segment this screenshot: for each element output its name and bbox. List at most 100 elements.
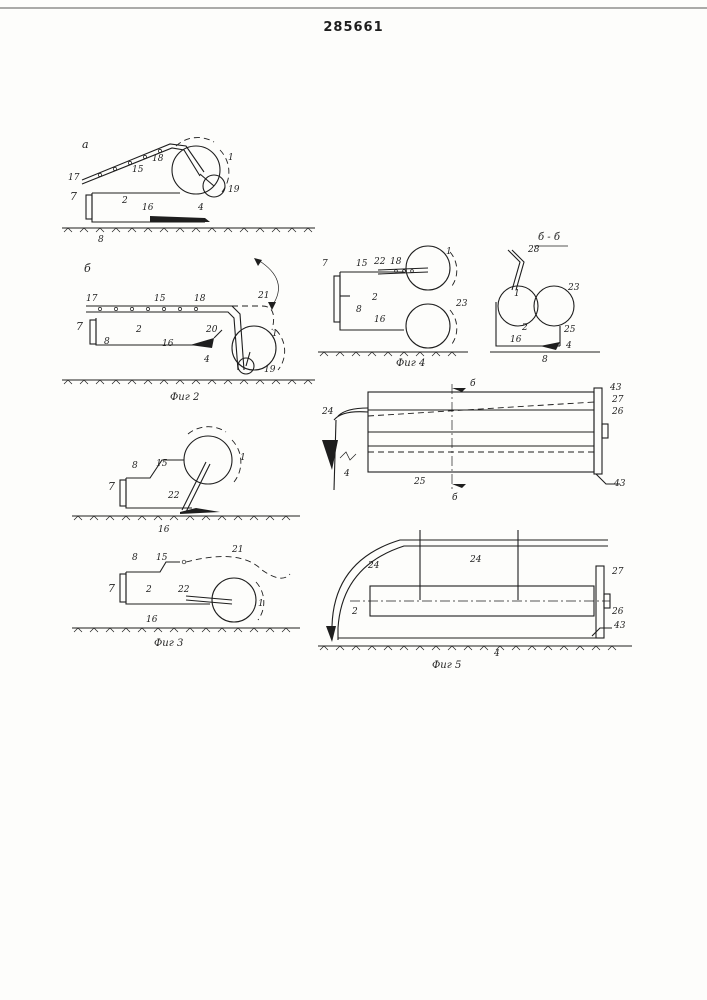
drum-1 [184,436,232,484]
callout-label: 7 [322,259,328,269]
drawing-stroke [452,480,466,488]
caption-fig2: Фиг 2 [170,392,199,403]
drawing-stroke [450,310,457,344]
container-body [496,302,560,346]
callout-label: 15 [156,459,168,469]
drawing-stroke [120,480,126,506]
callout-label: 22 [167,491,180,501]
callout-label: 2 [351,607,358,617]
callout-label: 1 [514,289,520,299]
callout-label: 2 [371,293,378,303]
callout-label: 16 [374,315,386,325]
drawing-stroke [74,516,290,520]
drawing-stroke [90,320,96,344]
blade-arrow [150,216,210,222]
drawing-stroke [340,452,356,460]
callout-label: 8 [542,355,548,365]
callout-label: 15 [156,553,168,563]
blade-20 [190,338,214,348]
callout-label: 19 [264,365,276,375]
drawing-stroke [320,646,616,650]
drawing-stroke [74,628,290,632]
callout-label: 43 [609,383,622,393]
end-frame-27 [596,566,604,638]
end-wall [86,195,92,219]
callout-label: 4 [493,649,500,659]
callout-label: 1 [446,247,452,257]
figure-3-top: 8 15 1 7 22 16 [72,427,300,535]
callout-label: 15 [132,165,144,175]
blade-arrow [180,508,220,514]
callout-label: 1 [228,153,234,163]
drawing-stroke [186,600,232,604]
callout-label: 20 [205,325,218,335]
callout-label: 4 [197,203,204,213]
callout-label: 18 [152,154,164,164]
ground-hatching [64,228,312,232]
drawing-stroke [176,138,214,146]
guide-24 [334,408,368,420]
callout-label: 24 [321,407,334,417]
container-body [126,478,192,508]
callout-label: 43 [613,479,626,489]
callout-label: 26 [611,607,624,617]
drawing-stroke [146,307,149,310]
drawing-stroke [64,380,312,384]
drawing-stroke [113,167,116,170]
drawing-stroke [368,402,594,416]
callout-label: 23 [567,283,580,293]
drawing-stroke [98,173,101,176]
figure-2a: а 17 18 15 1 19 7 2 16 4 8 [62,138,315,245]
callout-label: 16 [510,335,522,345]
callout-label: 28 [527,245,540,255]
drawing-stroke [120,574,126,602]
callout-label: 17 [86,294,98,304]
callout-label: 21 [257,291,269,301]
drawing-stroke [126,562,180,572]
drawing-stroke [194,307,197,310]
drawing-stroke [158,149,161,152]
callout-label: 8 [132,461,138,471]
callout-label: 21 [231,545,243,555]
blade-4 [540,342,560,350]
callout-label: 2 [121,196,128,206]
callout-label: 16 [158,525,170,535]
drawing-stroke [98,307,101,310]
drawing-stroke [188,427,226,434]
figure-5: 24 24 2 27 26 43 4 Фиг 5 [318,530,632,671]
callout-label: 43 [613,621,626,631]
section-bb: б - б 28 1 23 2 25 16 8 4 [490,232,600,365]
drawing-stroke [602,424,608,438]
callout-label: 7 [76,320,83,333]
caption-fig5: Фиг 5 [432,660,461,671]
callout-label: 17 [68,173,80,183]
sub-letter-a: а [82,138,89,151]
drawing-stroke [114,307,117,310]
plan-view: 43 27 26 24 4 25 43 б б [321,378,626,503]
callout-label: 2 [135,325,142,335]
drawing-stroke [450,252,457,286]
callout-label: 16 [142,203,154,213]
trajectory-21 [186,557,290,579]
callout-label: 18 [390,257,402,267]
callout-label: 25 [563,325,576,335]
callout-label: 2 [521,323,528,333]
container-body [126,572,210,604]
drawing-stroke [143,155,146,158]
container-body [96,318,206,345]
callout-label: 23 [455,299,468,309]
callout-label: б [452,492,458,503]
drawing-stroke [130,307,133,310]
figure-4: 7 15 22 18 1 2 8 16 23 Фиг 4 [318,246,468,369]
callout-label: 25 [413,477,426,487]
drawing-stroke [200,174,214,186]
callout-label: 24 [469,555,482,565]
callout-label: 15 [154,294,166,304]
sub-letter-b: б [84,262,91,275]
link-22 [378,268,428,274]
drawing-stroke [334,276,340,322]
lever-43 [592,628,612,636]
callout-label: 16 [146,615,158,625]
callout-label: б [470,378,476,389]
